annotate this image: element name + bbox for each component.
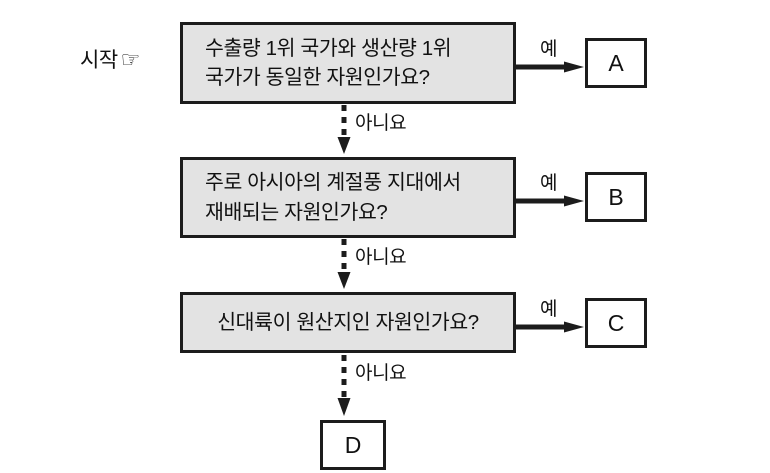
result-box-a-label: A (608, 49, 624, 76)
result-box-c-label: C (607, 309, 625, 336)
question-box-2-line-1: 주로 아시아의 계절풍 지대에서 (205, 171, 461, 195)
question-box-1[interactable]: 수출량 1위 국가와 생산량 1위 국가가 동일한 자원인가요? (180, 22, 516, 104)
start-label: 시작 (80, 49, 118, 72)
arrow-down-dashed-icon (337, 355, 351, 416)
arrow-right-icon (516, 195, 584, 207)
no-edge-3-label: 아니요 (355, 363, 407, 384)
no-edge-1: 아니요 (337, 104, 447, 156)
yes-edge-2-label: 예 (540, 173, 558, 194)
start-marker: 시작 ☞ (80, 44, 140, 74)
result-box-d-label: D (344, 431, 362, 458)
result-box-c[interactable]: C (585, 298, 647, 348)
pointing-hand-right-icon: ☞ (120, 47, 141, 72)
question-box-3-line-1: 신대륙이 원산지인 자원인가요? (217, 310, 479, 334)
question-box-1-line-2: 국가가 동일한 자원인가요? (205, 66, 430, 89)
arrow-down-dashed-icon (337, 239, 351, 289)
no-edge-2-label: 아니요 (355, 247, 407, 268)
question-box-3[interactable]: 신대륙이 원산지인 자원인가요? (180, 292, 516, 353)
arrow-down-dashed-icon (337, 105, 351, 154)
question-box-1-line-1: 수출량 1위 국가와 생산량 1위 (205, 36, 452, 60)
question-box-2-line-2: 재배되는 자원인가요? (205, 200, 388, 224)
yes-edge-3-label: 예 (540, 299, 558, 320)
result-box-b[interactable]: B (585, 172, 647, 222)
result-box-d[interactable]: D (320, 420, 386, 470)
no-edge-2: 아니요 (337, 238, 447, 291)
no-edge-3: 아니요 (337, 354, 447, 419)
result-box-a[interactable]: A (585, 38, 647, 88)
no-edge-1-label: 아니요 (355, 113, 407, 134)
arrow-right-icon (516, 61, 584, 73)
yes-edge-1-label: 예 (540, 39, 558, 60)
result-box-b-label: B (608, 183, 624, 210)
question-box-2[interactable]: 주로 아시아의 계절풍 지대에서 재배되는 자원인가요? (180, 157, 516, 238)
arrow-right-icon (516, 321, 584, 333)
